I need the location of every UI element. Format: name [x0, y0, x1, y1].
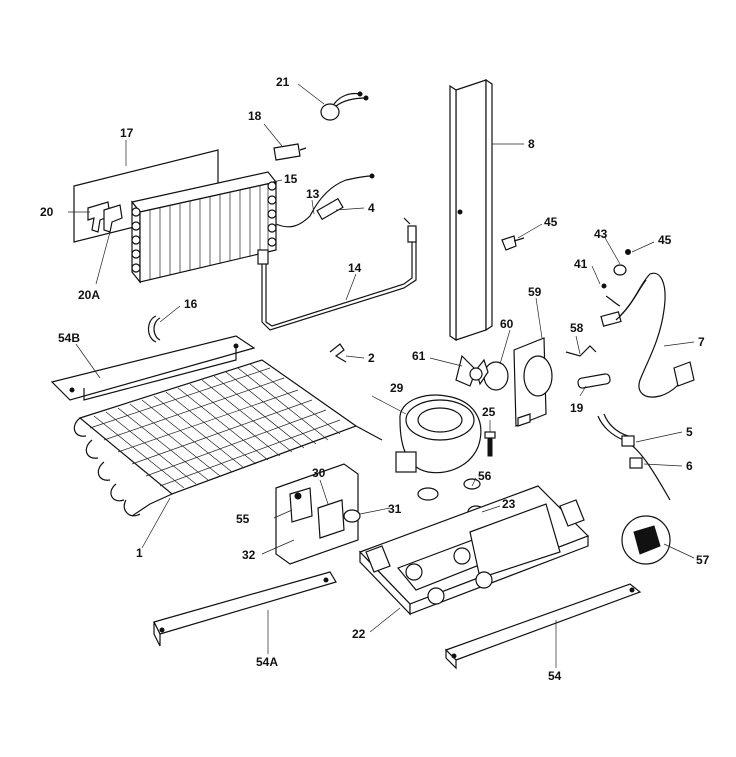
label-20: 20	[40, 205, 54, 219]
label-22: 22	[352, 627, 366, 641]
part-14-tube	[257, 217, 417, 331]
label-45-right: 45	[658, 233, 672, 247]
label-1: 1	[136, 546, 143, 560]
label-18: 18	[248, 109, 262, 123]
label-41: 41	[574, 257, 588, 271]
label-43: 43	[594, 227, 608, 241]
part-29-compressor	[395, 394, 485, 519]
part-20-clip	[87, 201, 123, 233]
part-59-61-fan-assembly	[455, 337, 611, 427]
part-18-connector	[273, 143, 307, 161]
label-14: 14	[348, 261, 362, 275]
part-21-sensor	[320, 91, 369, 121]
label-31: 31	[388, 502, 402, 516]
label-25: 25	[482, 405, 496, 419]
label-2: 2	[368, 351, 375, 365]
label-29: 29	[390, 381, 404, 395]
leader-lines	[68, 83, 695, 668]
part-15-condenser	[130, 171, 278, 284]
label-45-left: 45	[544, 215, 558, 229]
part-4-13-tubing	[275, 173, 375, 228]
part-25-bolt	[484, 431, 496, 457]
label-21: 21	[276, 75, 290, 89]
label-54: 54	[548, 669, 562, 683]
part-45-screw	[501, 235, 631, 255]
label-57: 57	[696, 553, 710, 567]
part-57-cap	[621, 515, 671, 565]
part-54a-rail	[153, 571, 337, 647]
part-7-harness	[600, 272, 695, 398]
part-1-evaporator	[73, 359, 383, 517]
part-30-31-55-relay	[275, 463, 361, 565]
part-8-channel	[449, 78, 493, 342]
label-20a: 20A	[78, 288, 101, 302]
label-30: 30	[312, 466, 326, 480]
part-54b-bracket	[50, 335, 256, 401]
label-23: 23	[502, 497, 516, 511]
label-32: 32	[242, 548, 256, 562]
label-54b: 54B	[58, 331, 81, 345]
label-58: 58	[570, 321, 584, 335]
label-17: 17	[120, 126, 134, 140]
label-13: 13	[306, 187, 320, 201]
label-8-top: 8	[528, 137, 535, 151]
label-55: 55	[236, 512, 250, 526]
part-5-6-wires	[597, 413, 671, 501]
label-59: 59	[528, 285, 542, 299]
part-43-41-hardware	[601, 264, 627, 307]
label-6: 6	[686, 459, 693, 473]
label-60: 60	[500, 317, 514, 331]
label-19: 19	[570, 401, 584, 415]
label-16: 16	[184, 297, 198, 311]
part-54-rail	[444, 583, 642, 670]
label-4: 4	[368, 201, 375, 215]
label-7: 7	[698, 335, 705, 349]
part-22-base-pan	[358, 485, 590, 616]
part-2-clip	[329, 343, 347, 363]
part-16-clamp	[147, 315, 161, 343]
label-54a: 54A	[256, 655, 279, 669]
label-5: 5	[686, 425, 693, 439]
label-61: 61	[412, 349, 426, 363]
label-15: 15	[284, 172, 298, 186]
label-56: 56	[478, 469, 492, 483]
